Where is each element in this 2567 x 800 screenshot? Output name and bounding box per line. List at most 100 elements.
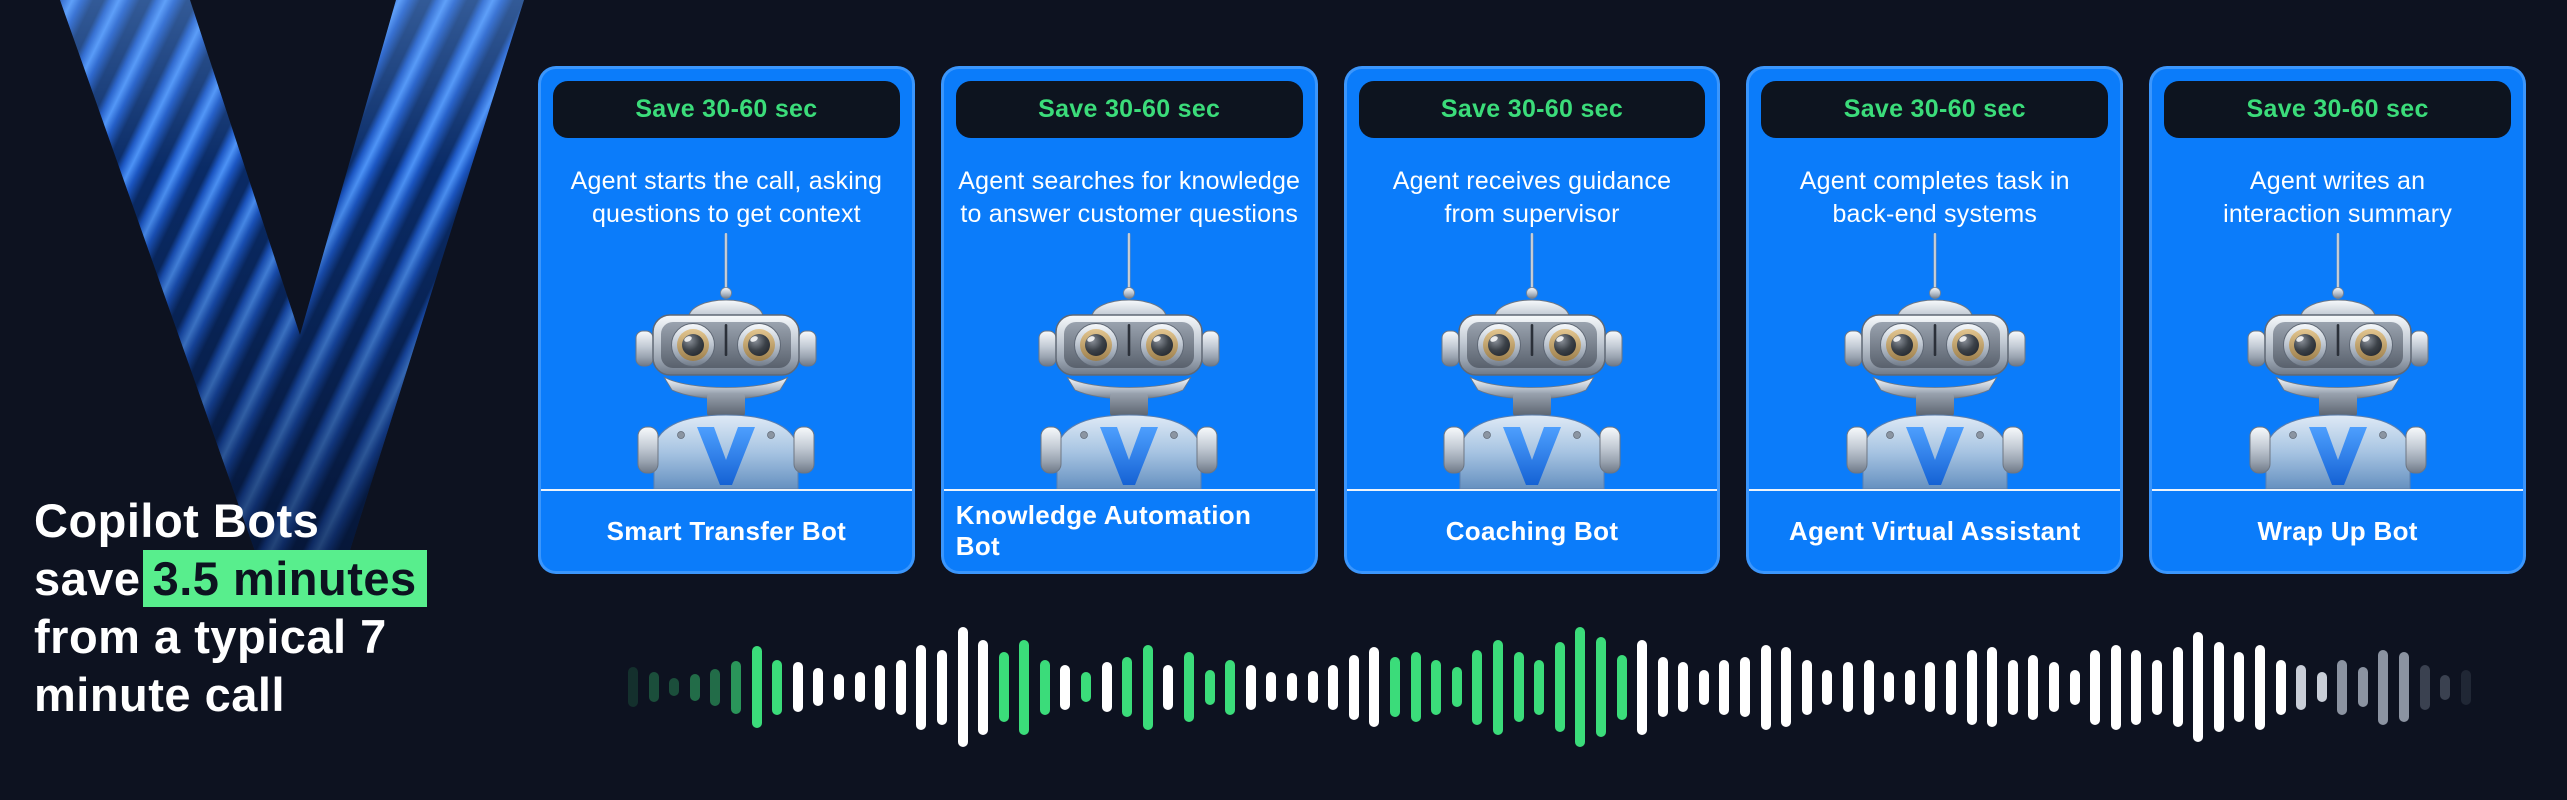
- waveform-bar: [1595, 637, 1606, 737]
- waveform-bar: [1019, 639, 1030, 735]
- bot-description: Agent receives guidance from supervisor: [1392, 167, 1672, 228]
- waveform-bar: [2234, 652, 2245, 722]
- save-time-badge: Save 30-60 sec: [1358, 81, 1706, 138]
- card-divider: [1749, 489, 2121, 491]
- robot-icon: [2246, 232, 2429, 489]
- bot-name: Wrap Up Bot: [2257, 515, 2418, 546]
- robot-icon: [1441, 232, 1623, 489]
- waveform-bar: [1081, 672, 1092, 702]
- waveform-bar: [2357, 667, 2368, 707]
- waveform-bar: [1801, 659, 1812, 715]
- waveform-bar: [2048, 662, 2059, 712]
- waveform-bar: [1348, 654, 1359, 720]
- waveform-bar: [628, 667, 638, 707]
- bot-name: Agent Virtual Assistant: [1789, 515, 2081, 546]
- waveform-bar: [2440, 674, 2451, 700]
- waveform-bar: [751, 646, 762, 728]
- waveform-bar: [648, 672, 659, 702]
- waveform-bar: [792, 662, 803, 712]
- waveform-bar: [710, 668, 721, 706]
- waveform-bar: [1575, 627, 1586, 747]
- waveform-bar: [1698, 669, 1709, 705]
- waveform-bar: [2378, 649, 2389, 725]
- waveform-bar: [2110, 644, 2121, 730]
- waveform-bar: [2213, 642, 2224, 732]
- waveform-bar: [998, 652, 1009, 722]
- waveform-bar: [689, 673, 700, 701]
- waveform-bar: [2193, 632, 2204, 742]
- waveform-bar: [1822, 669, 1833, 705]
- card-divider: [1346, 489, 1718, 491]
- save-time-badge: Save 30-60 sec: [955, 81, 1303, 138]
- waveform-bar: [2337, 659, 2348, 715]
- bot-description: Agent completes task in back-end systems: [1799, 167, 2070, 228]
- robot-icon: [1844, 232, 2026, 489]
- save-time-badge: Save 30-60 sec: [2164, 81, 2511, 138]
- waveform-bar: [1287, 673, 1297, 701]
- waveform-bar: [2254, 644, 2265, 730]
- waveform-bar: [2275, 659, 2286, 715]
- waveform-bar: [1925, 662, 1936, 712]
- waveform-bar: [1843, 662, 1854, 712]
- waveform-bar: [2399, 652, 2410, 722]
- bot-name: Smart Transfer Bot: [606, 515, 847, 546]
- waveform-bar: [1101, 662, 1112, 712]
- waveform-bar: [1513, 652, 1524, 722]
- waveform-bar: [1451, 667, 1462, 707]
- waveform-bar: [1369, 647, 1380, 727]
- headline-line-4: minute call: [34, 668, 286, 721]
- waveform-bar: [1039, 659, 1050, 715]
- waveform-bar: [1760, 644, 1771, 730]
- waveform-bar: [1719, 659, 1730, 715]
- robot-icon: [635, 232, 818, 489]
- waveform-bar: [1245, 664, 1256, 710]
- card-divider: [943, 489, 1315, 491]
- waveform-bar: [2460, 669, 2471, 705]
- waveform-bar: [1534, 659, 1545, 715]
- headline-line-1: Copilot Bots: [34, 494, 320, 547]
- waveform-bar: [1122, 657, 1133, 717]
- waveform-bar: [1678, 662, 1689, 712]
- card-coaching-bot: Save 30-60 sec Agent receives guidance f…: [1343, 66, 1721, 574]
- waveform-bar: [2172, 647, 2183, 727]
- waveform-bar: [854, 672, 865, 702]
- waveform-bar: [1163, 664, 1174, 710]
- robot-image-area: [1761, 231, 2108, 489]
- card-smart-transfer-bot: Save 30-60 sec Agent starts the call, as…: [538, 66, 915, 574]
- robot-image-area: [2164, 231, 2511, 489]
- card-wrap-up-bot: Save 30-60 sec Agent writes an interacti…: [2149, 66, 2526, 574]
- waveform-bar: [1616, 654, 1627, 720]
- waveform-bar: [1184, 652, 1195, 722]
- robot-image-area: [553, 231, 900, 489]
- waveform-bar: [1266, 672, 1277, 702]
- waveform-bar: [1204, 669, 1215, 705]
- bot-description: Agent searches for knowledge to answer c…: [958, 167, 1301, 228]
- waveform-bar: [730, 660, 741, 714]
- robot-image-area: [956, 231, 1303, 489]
- bot-name: Coaching Bot: [1445, 515, 1619, 546]
- robot-image-area: [1359, 231, 1706, 489]
- card-agent-virtual-assistant: Save 30-60 sec Agent completes task in b…: [1746, 66, 2124, 574]
- bot-description: Agent starts the call, asking questions …: [570, 167, 883, 228]
- waveform-bar: [1987, 647, 1998, 727]
- waveform-bar: [1904, 669, 1915, 705]
- waveform-bar: [895, 659, 906, 715]
- waveform-bar: [1328, 664, 1339, 710]
- waveform-bar: [1554, 642, 1565, 732]
- waveform-bar: [772, 659, 783, 715]
- waveform-bar: [1657, 657, 1668, 717]
- waveform-bar: [1142, 644, 1153, 730]
- waveform-bar: [2090, 649, 2101, 725]
- waveform-bar: [1431, 659, 1442, 715]
- bot-cards-row: Save 30-60 sec Agent starts the call, as…: [538, 66, 2526, 574]
- waveform-bar: [2419, 664, 2430, 710]
- waveform-bar: [1863, 659, 1874, 715]
- waveform-bar: [2028, 654, 2039, 720]
- bot-name: Knowledge Automation Bot: [955, 500, 1252, 561]
- waveform-bar: [1307, 671, 1318, 703]
- waveform-bar: [978, 639, 989, 735]
- waveform-bar: [916, 644, 927, 730]
- waveform-bar: [833, 674, 844, 700]
